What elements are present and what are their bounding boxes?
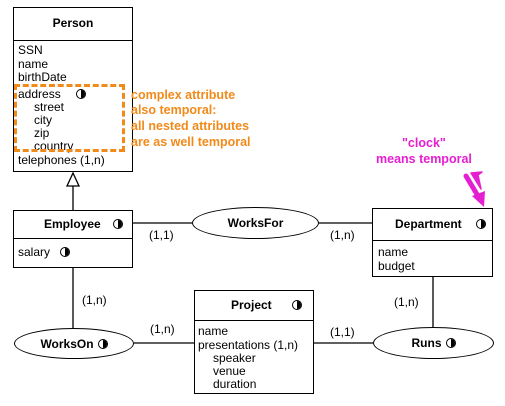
card-workson-employee: (1,n)	[82, 293, 107, 307]
person-attr-city: city	[34, 113, 52, 127]
annotation-complex-line4: are as well temporal	[131, 135, 251, 149]
card-runs-project: (1,1)	[330, 325, 355, 339]
relationship-workson: WorksOn	[14, 328, 134, 359]
relationship-runs-label: Runs	[411, 336, 442, 350]
address-clock-icon	[76, 89, 86, 99]
person-attr-street: street	[34, 100, 65, 114]
pointer-arrow-shaft	[463, 173, 481, 199]
entity-department-title: Department	[395, 217, 462, 231]
entity-person: Person	[13, 7, 133, 172]
card-workson-project: (1,n)	[150, 322, 175, 336]
department-attr-budget: budget	[378, 259, 415, 273]
card-worksfor-employee: (1,1)	[149, 228, 174, 242]
relationship-worksfor-label: WorksFor	[227, 216, 284, 230]
card-worksfor-department: (1,n)	[330, 228, 355, 242]
annotation-clock-line2: means temporal	[376, 152, 472, 166]
person-attr-birthdate: birthDate	[18, 70, 67, 84]
runs-clock-icon	[445, 338, 456, 348]
annotation-complex-line3: all nested attributes	[131, 119, 250, 133]
complex-attribute-highlight	[14, 84, 125, 152]
relationship-worksfor: WorksFor	[192, 207, 319, 239]
person-attr-ssn: SSN	[18, 43, 43, 57]
entity-employee-header: Employee	[14, 211, 132, 239]
salary-clock-icon	[60, 247, 70, 257]
person-attr-name: name	[18, 57, 49, 71]
entity-department: Department	[372, 208, 493, 277]
relationship-runs: Runs	[373, 327, 494, 359]
entity-project: Project	[194, 290, 314, 394]
project-attr-venue: venue	[213, 364, 246, 378]
project-attr-presentations: presentations (1,n)	[198, 338, 299, 352]
person-attr-zip: zip	[34, 126, 50, 140]
department-attr-name: name	[378, 245, 409, 259]
project-attr-speaker: speaker	[213, 351, 256, 365]
pointer-arrow-head	[472, 191, 485, 207]
person-attr-address: address	[18, 87, 61, 101]
entity-person-header: Person	[14, 8, 132, 41]
person-attr-telephones: telephones (1,n)	[18, 153, 105, 167]
relationship-workson-label: WorksOn	[40, 336, 94, 351]
employee-attr-salary: salary	[18, 245, 51, 259]
department-clock-icon	[476, 219, 486, 229]
entity-person-title: Person	[52, 16, 94, 30]
project-clock-icon	[292, 300, 302, 310]
workson-clock-icon	[97, 338, 108, 349]
employee-clock-icon	[113, 219, 123, 229]
annotation-complex-line1: complex attribute	[131, 88, 236, 102]
entity-employee: Employee	[13, 210, 133, 268]
isa-arrow-icon	[65, 171, 81, 187]
entity-project-header: Project	[195, 291, 313, 321]
card-runs-department: (1,n)	[394, 295, 419, 309]
entity-department-header: Department	[373, 209, 492, 241]
project-attr-duration: duration	[213, 377, 257, 391]
project-attr-name: name	[198, 324, 229, 338]
pointer-arrow-icon	[470, 171, 483, 190]
annotation-complex-line2: also temporal:	[131, 103, 217, 117]
annotation-clock-line1: "clock"	[402, 136, 446, 150]
entity-project-title: Project	[231, 298, 272, 312]
entity-employee-title: Employee	[44, 217, 101, 231]
